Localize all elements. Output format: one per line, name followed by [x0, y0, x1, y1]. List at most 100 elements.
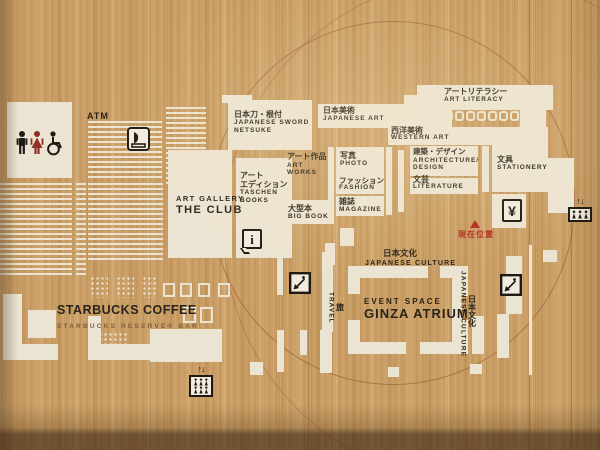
label-art-works-en1: ART — [287, 161, 304, 169]
shelf-hatched — [88, 183, 163, 261]
current-location-label: 現在位置 — [458, 230, 494, 239]
label-architecture-design: 建築・デザイン ARCHITECTURE/ DESIGN — [413, 147, 480, 172]
wall-strip — [386, 147, 392, 215]
wall-strip — [404, 95, 417, 110]
bar-wall — [3, 344, 58, 360]
wall-strip — [300, 330, 307, 355]
label-starbucks: STARBUCKS COFFEE STARBUCKS RESERVE® BAR — [57, 303, 199, 330]
floor-marker — [543, 250, 557, 262]
cafe-table — [200, 307, 213, 323]
label-japanese-sword: 日本刀・根付 JAPANESE SWORD NETSUKE — [234, 110, 309, 135]
label-japanese-culture-right-en: JAPANESE CULTURE — [459, 271, 467, 358]
cafe-table — [163, 283, 175, 297]
information-icon: i — [239, 229, 262, 254]
label-event-space: EVENT SPACE GINZA ATRIUM — [364, 297, 469, 322]
label-japanese-sword-jp: 日本刀・根付 — [234, 110, 282, 119]
cafe-seating — [88, 332, 128, 348]
label-stationery-jp: 文具 — [497, 155, 513, 164]
display-table — [455, 111, 464, 121]
cafe-table — [218, 283, 230, 297]
display-table — [499, 111, 508, 121]
label-stationery: 文具 STATIONERY — [497, 155, 548, 172]
yen-glyph: ¥ — [508, 202, 516, 219]
label-big-book-jp: 大型本 — [288, 204, 312, 213]
floor-marker — [250, 362, 263, 375]
label-big-book: 大型本 BIG BOOK — [288, 204, 329, 221]
display-table — [466, 111, 475, 121]
label-art-works-jp: アート作品 — [287, 152, 327, 161]
cafe-seating — [90, 276, 108, 298]
display-table — [444, 111, 453, 121]
wall-strip — [482, 146, 489, 192]
escalator-down-icon — [289, 272, 311, 294]
label-literature-en: LITERATURE — [413, 183, 464, 191]
elevator-arrows: ↑↓ — [576, 196, 585, 206]
cafe-seating — [116, 276, 134, 298]
wall-strip — [340, 228, 354, 246]
wall-strip — [325, 243, 335, 265]
label-atm: ATM — [87, 111, 109, 121]
label-japanese-sword-en1: JAPANESE SWORD — [234, 119, 310, 127]
label-photo-jp: 写真 — [340, 151, 356, 160]
label-taschen-en1: TASCHEN — [240, 189, 278, 197]
label-art-literacy-jp: アートリテラシー — [444, 87, 508, 96]
elevator-arrows: ↑↓ — [197, 364, 206, 374]
label-architecture-design-jp: 建築・デザイン — [413, 147, 466, 156]
label-japanese-culture-top-en: JAPANESE CULTURE — [365, 260, 457, 267]
escalator-down-icon — [500, 274, 522, 296]
label-art-gallery-en2: THE CLUB — [176, 203, 243, 216]
label-travel-en: TRAVEL — [327, 292, 335, 324]
label-fashion-en: FASHION — [339, 183, 375, 191]
woman-icon — [30, 131, 44, 154]
label-japanese-sword-en2: NETSUKE — [234, 127, 273, 135]
elevator-icon: ↑↓ — [189, 365, 213, 397]
wall-strip — [222, 95, 252, 103]
wheelchair-icon — [47, 131, 62, 156]
label-architecture-design-en1: ARCHITECTURE/ — [413, 156, 480, 164]
label-architecture-design-en2: DESIGN — [413, 164, 444, 172]
elevator-icon: ↑↓ — [568, 197, 592, 222]
current-location-marker — [470, 220, 480, 228]
shelf-hatched — [88, 121, 162, 178]
label-japanese-culture-top-jp: 日本文化 — [383, 248, 418, 258]
information-glyph: i — [250, 231, 254, 247]
display-table — [488, 111, 497, 121]
label-art-gallery-en1: ART GALLERY — [176, 194, 245, 203]
wall-strip — [328, 147, 334, 215]
label-photo: 写真 PHOTO — [340, 151, 368, 168]
label-art-literacy-en: ART LITERACY — [444, 96, 504, 104]
restroom-icons — [16, 131, 62, 156]
label-magazine-jp: 雑誌 — [339, 197, 355, 206]
label-fashion: ファッション FASHION — [339, 177, 384, 192]
label-taschen-jp2: エディション — [240, 180, 288, 190]
label-stationery-en: STATIONERY — [497, 164, 548, 172]
cafe-seating — [142, 276, 158, 298]
label-big-book-en: BIG BOOK — [288, 213, 329, 221]
wall-strip — [520, 108, 546, 128]
man-icon — [16, 131, 28, 154]
label-art-works-en2: WORKS — [287, 168, 317, 176]
shelf-hatched — [0, 183, 72, 275]
atm-machine-icon — [127, 127, 150, 151]
display-table — [477, 111, 486, 121]
cashier-yen-icon: ¥ — [502, 199, 522, 222]
display-table — [510, 111, 519, 121]
label-art-gallery: ART GALLERY THE CLUB — [176, 194, 245, 217]
wall-strip — [320, 330, 332, 373]
wall-strip — [398, 150, 404, 212]
label-photo-en: PHOTO — [340, 160, 368, 168]
label-taschen-jp1: アート — [240, 171, 264, 180]
wall-strip — [497, 314, 509, 358]
label-western-art: 西洋美術 WESTERN ART — [391, 126, 449, 142]
label-event-space-en2: GINZA ATRIUM — [364, 306, 469, 322]
label-taschen-en2: BOOKS — [240, 196, 269, 204]
cafe-table — [180, 283, 192, 297]
shelf-hatched — [76, 183, 86, 278]
label-literature: 文芸 LITERATURE — [413, 175, 464, 191]
floor-marker — [470, 364, 482, 374]
floor-marker — [388, 367, 399, 377]
label-japanese-art-en: JAPANESE ART — [323, 115, 385, 123]
starbucks-counter — [150, 329, 222, 362]
label-starbucks-reserve: STARBUCKS RESERVE® BAR — [57, 322, 200, 330]
